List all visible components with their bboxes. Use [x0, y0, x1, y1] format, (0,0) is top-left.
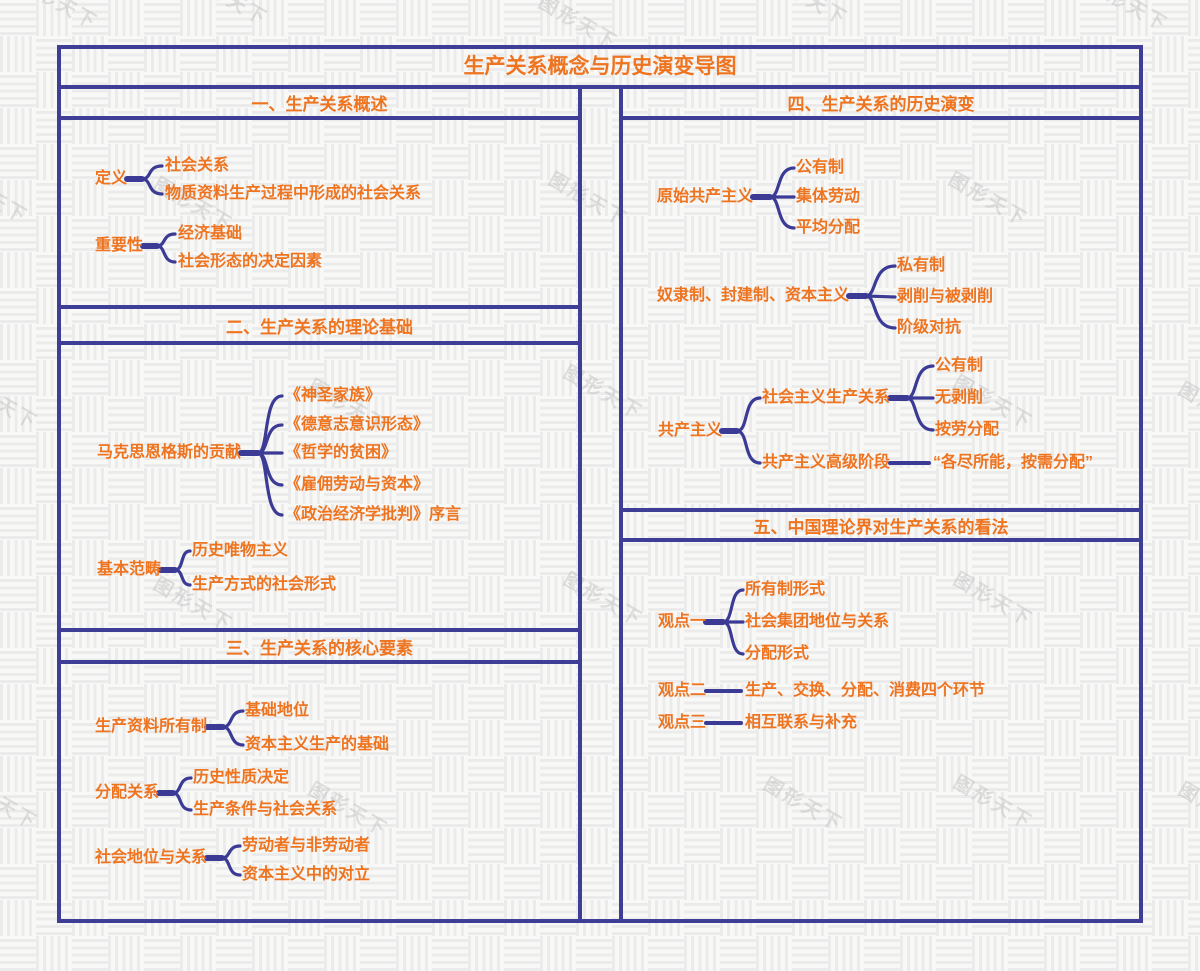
section3-header-bottom: [57, 660, 582, 664]
node-label: 《哲学的贫困》: [285, 444, 398, 461]
branch-parent: 重要性: [95, 237, 144, 254]
node-label: 剥削与被剥削: [897, 288, 994, 305]
node-label: 分配形式: [745, 645, 810, 662]
node-label: “各尽所能，按需分配”: [933, 454, 1094, 471]
node-label: 《神圣家族》: [285, 387, 382, 404]
node-label: 《雇佣劳动与资本》: [285, 476, 430, 493]
node-label: 社会集团地位与关系: [745, 613, 890, 630]
branch-parent: 生产资料所有制: [95, 718, 208, 735]
page-title: 生产关系概念与历史演变导图: [463, 55, 737, 78]
section5-header-top: [619, 508, 1143, 512]
node-label: 公有制: [796, 159, 845, 176]
branch-parent: 共产主义高级阶段: [762, 454, 891, 471]
node-label: 社会关系: [165, 157, 230, 174]
node-label: 《政治经济学批判》序言: [285, 506, 462, 523]
node-label: 所有制形式: [745, 581, 826, 598]
section3-header: 三、生产关系的核心要素: [226, 638, 413, 658]
branch-parent: 观点三: [658, 714, 707, 731]
node-label: 经济基础: [178, 225, 243, 242]
branch-parent: 定义: [95, 170, 128, 187]
node-label: 平均分配: [796, 219, 861, 236]
section4-header: 四、生产关系的历史演变: [787, 95, 975, 114]
right-column-border-right: [1139, 85, 1143, 923]
left-column-border-left: [57, 85, 61, 923]
node-label: 历史唯物主义: [192, 542, 289, 559]
title-box-border-left: [57, 45, 61, 89]
section3-header-top: [57, 628, 582, 632]
node-label: 历史性质决定: [193, 769, 290, 786]
node-label: 物质资料生产过程中形成的社会关系: [165, 185, 422, 202]
section4-header-divider: [619, 116, 1143, 120]
node-label: 集体劳动: [796, 188, 861, 205]
node-label: 私有制: [897, 257, 946, 274]
node-label: 生产、交换、分配、消费四个环节: [745, 682, 986, 699]
branch-parent: 观点一: [658, 613, 707, 630]
branch-parent: 奴隶制、封建制、资本主义: [657, 287, 850, 304]
section5-header-bottom: [619, 538, 1143, 542]
node-label: 《德意志意识形态》: [285, 416, 430, 433]
branch-parent: 基本范畴: [97, 561, 162, 578]
node-label: 相互联系与补充: [745, 714, 858, 731]
node-label: 社会形态的决定因素: [178, 253, 323, 270]
branch-parent: 原始共产主义: [657, 188, 754, 205]
title-box-border-bottom: [57, 85, 1143, 89]
title-box-border-top: [57, 45, 1143, 49]
diagram-border-bottom: [57, 919, 1143, 923]
section1-header-divider: [57, 116, 582, 120]
branch-parent: 马克思恩格斯的贡献: [97, 444, 242, 461]
node-label: 阶级对抗: [897, 319, 962, 336]
node-label: 按劳分配: [935, 421, 1000, 438]
node-label: 基础地位: [245, 702, 310, 719]
branch-parent: 社会地位与关系: [95, 849, 208, 866]
branch-parent: 分配关系: [95, 784, 160, 801]
node-label: 生产条件与社会关系: [193, 801, 338, 818]
title-box-border-right: [1139, 45, 1143, 89]
branch-parent: 观点二: [658, 682, 707, 699]
section1-header: 一、生产关系概述: [251, 95, 388, 114]
section5-header: 五、中国理论界对生产关系的看法: [753, 517, 1009, 537]
right-column-border-left: [619, 85, 623, 923]
section2-header-top: [57, 305, 582, 309]
node-label: 资本主义中的对立: [242, 866, 371, 883]
branch-parent: 社会主义生产关系: [762, 389, 891, 406]
left-column-border-right: [578, 85, 582, 923]
node-label: 劳动者与非劳动者: [242, 837, 371, 854]
node-label: 资本主义生产的基础: [245, 736, 390, 753]
node-label: 生产方式的社会形式: [192, 576, 337, 593]
section2-header-bottom: [57, 341, 582, 345]
section2-header: 二、生产关系的理论基础: [226, 317, 413, 337]
branch-parent: 共产主义: [658, 422, 723, 439]
node-label: 无剥削: [935, 389, 984, 406]
node-label: 公有制: [935, 357, 984, 374]
